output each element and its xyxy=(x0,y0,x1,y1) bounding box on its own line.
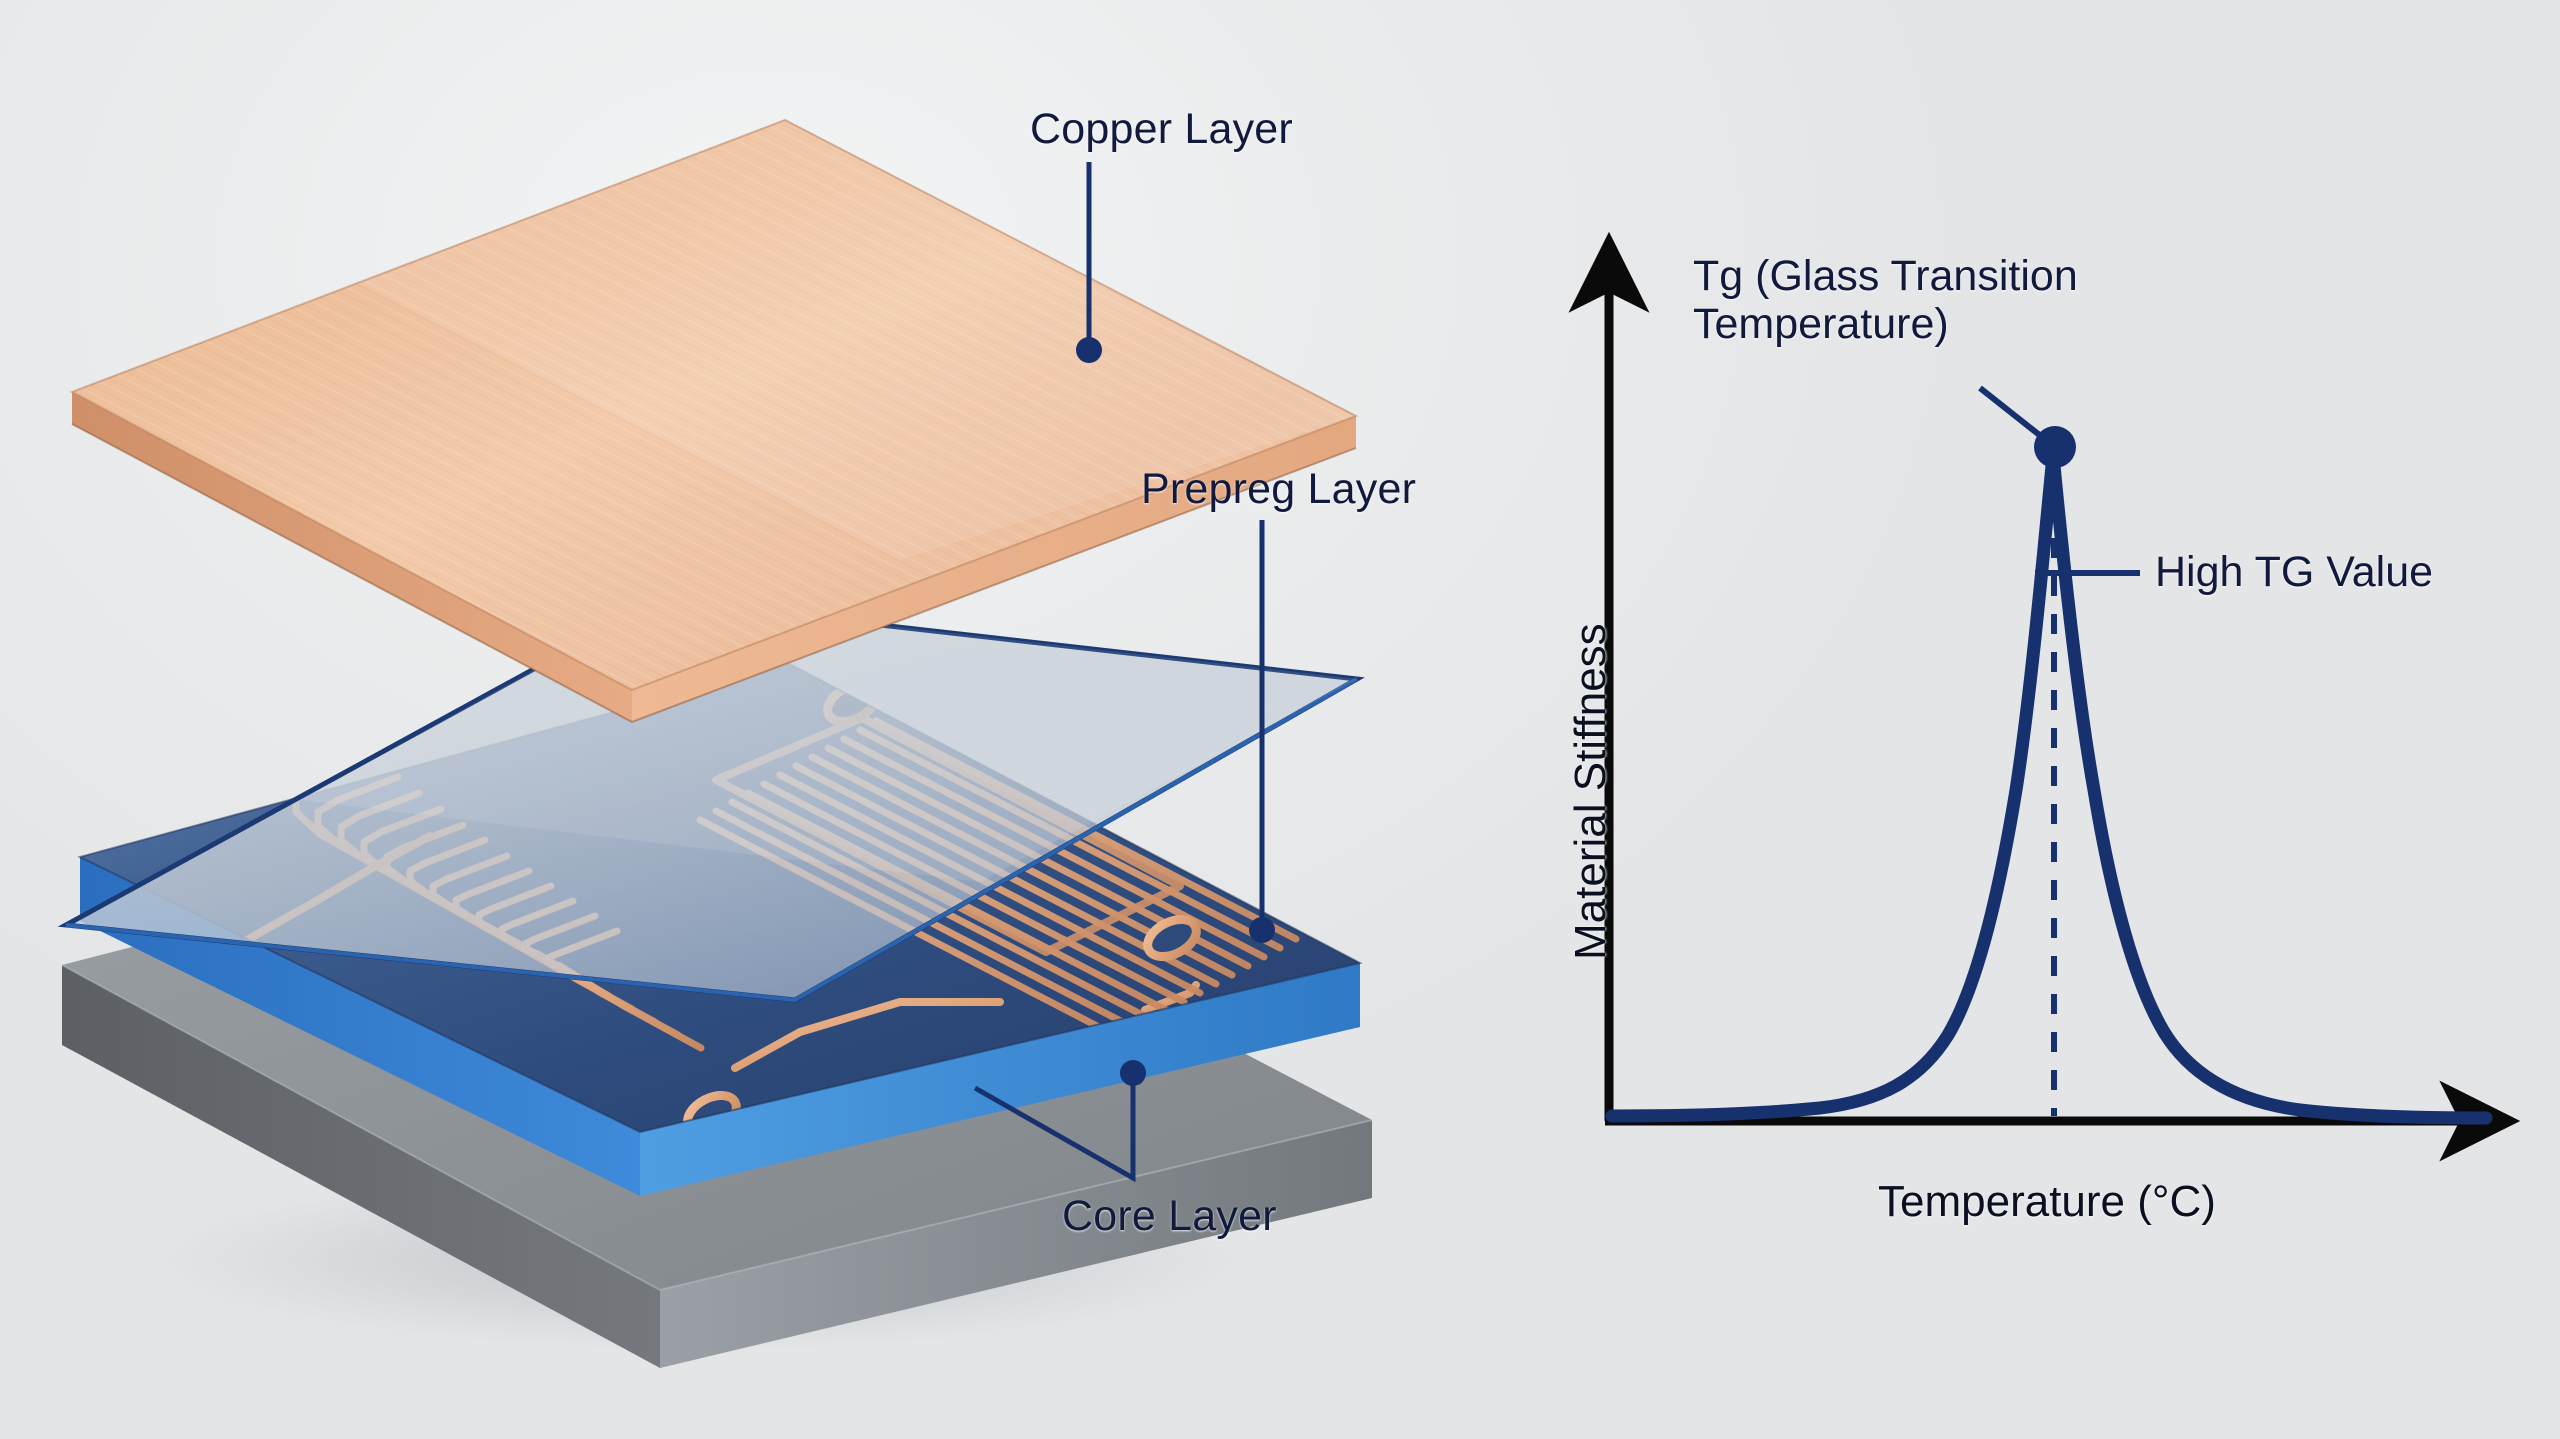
annotation-tg-line-2: Temperature) xyxy=(1693,300,1949,349)
chart-axes xyxy=(1568,231,2521,1162)
tg-peak-marker xyxy=(2034,426,2076,468)
annotation-tg: Tg (Glass Transition Temperature) xyxy=(1693,252,2078,348)
leader-core xyxy=(973,1082,1136,1183)
annotation-high-tg: High TG Value xyxy=(2155,548,2433,597)
annotation-tg-line-1: Tg (Glass Transition xyxy=(1693,252,2078,300)
leader-dots xyxy=(1076,337,1275,1086)
annotation-high-tg-line-1: High TG Value xyxy=(2155,548,2434,596)
y-axis-label: Material Stiffness xyxy=(1566,623,1615,960)
leader-lines xyxy=(973,162,1265,1183)
x-axis-label: Temperature (°C) xyxy=(1878,1177,2216,1226)
label-core-layer: Core Layer xyxy=(1062,1192,1277,1240)
leader-dot-copper xyxy=(1076,337,1102,363)
leader-tg-caption xyxy=(1978,385,2044,440)
label-copper-layer: Copper Layer xyxy=(1030,105,1293,153)
label-prepreg-layer: Prepreg Layer xyxy=(1141,465,1417,513)
leader-dot-core xyxy=(1120,1060,1146,1086)
leader-dot-prepreg xyxy=(1249,917,1275,943)
